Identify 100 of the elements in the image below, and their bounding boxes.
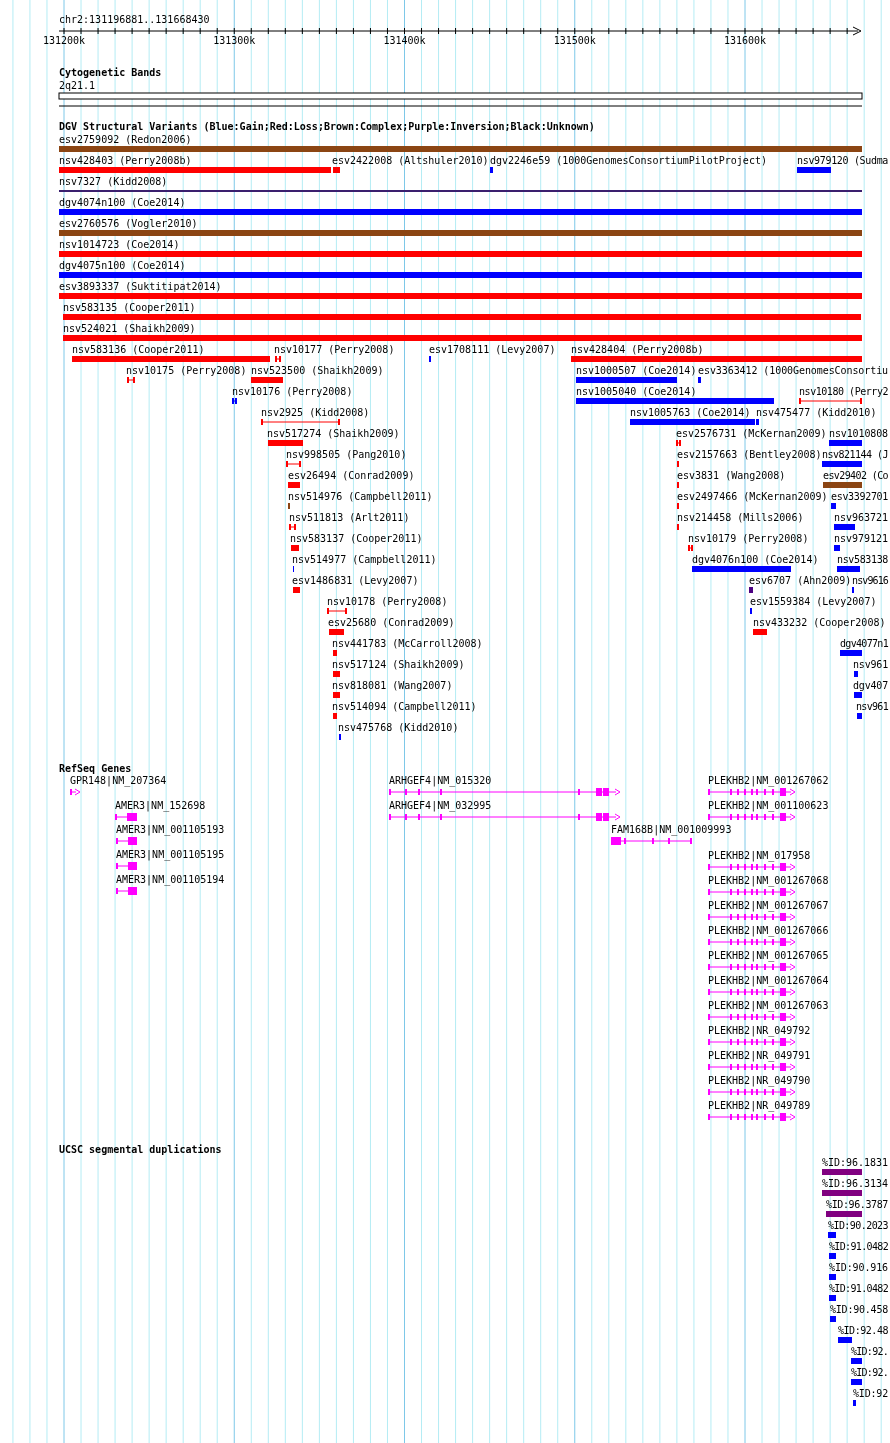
feature-label: esv3893337 (Suktitipat2014) (59, 281, 222, 293)
gene-label: PLEKHB2|NM_001267065 (708, 950, 829, 962)
feature-label: nsv523500 (Shaikh2009) (251, 365, 384, 377)
gene-label: PLEKHB2|NM_001267062 (708, 775, 829, 787)
track-title: Cytogenetic Bands (59, 67, 162, 79)
gene-label: AMER3|NM_152698 (115, 800, 206, 812)
gene-label: AMER3|NM_001105195 (116, 849, 225, 861)
feature-label: nsv428403 (Perry2008b) (59, 155, 192, 167)
feature-label: %ID:96.3134 (822, 1178, 888, 1190)
feature-label: nsv10179 (Perry2008) (688, 533, 809, 545)
feature-label: nsv1005040 (Coe2014) (576, 386, 697, 398)
feature-label: esv1559384 (Levy2007) (750, 596, 877, 608)
feature-label: esv2157663 (Bentley2008) (677, 449, 822, 461)
feature-label: nsv979121 (834, 533, 888, 545)
feature-label: nsv1014723 (Coe2014) (59, 239, 180, 251)
feature-label: dgv2246e59 (1000GenomesConsortiumPilotProject) (490, 155, 767, 167)
feature-label: esv2576731 (McKernan2009) (676, 428, 827, 440)
feature-label: nsv821144 (J (822, 449, 888, 461)
feature-label: esv6707 (Ahn2009) (749, 575, 852, 587)
gene-label: ARHGEF4|NM_015320 (389, 775, 492, 787)
feature-label: nsv963721 (834, 512, 888, 524)
tick-label: 131400k (383, 35, 426, 47)
track-title: UCSC segmental duplications (59, 1144, 222, 1156)
feature-label: nsv524021 (Shaikh2009) (63, 323, 196, 335)
feature-label: nsv10180 (Perry2 (799, 386, 888, 398)
feature-label: nsv583137 (Cooper2011) (290, 533, 423, 545)
feature-label: %ID:90.2023 (828, 1220, 888, 1232)
gene-label: FAM168B|NM_001009993 (611, 824, 732, 836)
feature-label: nsv10178 (Perry2008) (327, 596, 448, 608)
feature-label: nsv961 (856, 701, 888, 713)
gene-label: PLEKHB2|NR_049792 (708, 1025, 811, 1037)
track-title: DGV Structural Variants (Blue:Gain;Red:Loss;Brown:Complex;Purple:Inversion;Black:Unknown) (59, 121, 595, 133)
gene-label: GPR148|NM_207364 (70, 775, 167, 787)
gene-label: PLEKHB2|NM_001267064 (708, 975, 829, 987)
feature-label: nsv475768 (Kidd2010) (338, 722, 459, 734)
feature-label: esv1708111 (Levy2007) (429, 344, 556, 356)
feature-label: nsv10177 (Perry2008) (274, 344, 395, 356)
feature-label: nsv475477 (Kidd2010) (756, 407, 877, 419)
position-label: chr2:131196881..131668430 (59, 14, 210, 26)
feature-label: %ID:92.48 (838, 1325, 888, 1337)
feature-label: nsv7327 (Kidd2008) (59, 176, 168, 188)
feature-label: esv2422008 (Altshuler2010) (332, 155, 489, 167)
gene-label: PLEKHB2|NM_001100623 (708, 800, 829, 812)
feature-label: nsv514094 (Campbell2011) (332, 701, 477, 713)
feature-label: dgv4076n100 (Coe2014) (692, 554, 819, 566)
feature-label: dgv4074n100 (Coe2014) (59, 197, 186, 209)
feature-label: nsv441783 (McCarroll2008) (332, 638, 483, 650)
gene-label: PLEKHB2|NM_017958 (708, 850, 811, 862)
feature-label: esv2760576 (Vogler2010) (59, 218, 198, 230)
gene-label: PLEKHB2|NM_001267067 (708, 900, 829, 912)
feature-label: esv26494 (Conrad2009) (288, 470, 415, 482)
feature-label: dgv4075n100 (Coe2014) (59, 260, 186, 272)
gene-label: PLEKHB2|NM_001267063 (708, 1000, 829, 1012)
feature-label: 2q21.1 (59, 80, 96, 92)
feature-label: esv2497466 (McKernan2009) (677, 491, 828, 503)
feature-label: %ID:96.1831 (822, 1157, 888, 1169)
feature-label: esv29402 (Co (823, 470, 888, 482)
gene-label: PLEKHB2|NR_049790 (708, 1075, 811, 1087)
tick-label: 131500k (553, 35, 596, 47)
gene-label: PLEKHB2|NR_049789 (708, 1100, 811, 1112)
feature-label: %ID:96.3787 (826, 1199, 888, 1211)
feature-label: esv3392701 (831, 491, 888, 503)
feature-label: nsv433232 (Cooper2008) (753, 617, 886, 629)
feature-label: nsv1000507 (Coe2014) (576, 365, 697, 377)
gene-label: AMER3|NM_001105194 (116, 874, 225, 886)
feature-label: %ID:91.0482 (829, 1241, 888, 1253)
feature-label: %ID:92. (851, 1367, 888, 1379)
feature-label: nsv998505 (Pang2010) (286, 449, 407, 461)
feature-label: nsv583136 (Cooper2011) (72, 344, 205, 356)
tick-label: 131300k (213, 35, 256, 47)
feature-label: nsv583138 (837, 554, 888, 566)
feature-label: esv3831 (Wang2008) (677, 470, 786, 482)
feature-label: nsv214458 (Mills2006) (677, 512, 804, 524)
feature-label: %ID:92. (851, 1346, 888, 1358)
feature-label: nsv514976 (Campbell2011) (288, 491, 433, 503)
gene-label: ARHGEF4|NM_032995 (389, 800, 492, 812)
gene-label: PLEKHB2|NM_001267066 (708, 925, 829, 937)
feature-label: nsv961 (853, 659, 888, 671)
feature-label: esv1486831 (Levy2007) (292, 575, 419, 587)
feature-label: esv2759092 (Redon2006) (59, 134, 192, 146)
feature-label: %ID:90.916 (829, 1262, 888, 1274)
feature-label: nsv2925 (Kidd2008) (261, 407, 370, 419)
feature-label: esv25680 (Conrad2009) (328, 617, 455, 629)
feature-label: nsv1005763 (Coe2014) (630, 407, 751, 419)
feature-label: nsv428404 (Perry2008b) (571, 344, 704, 356)
tick-label: 131200k (43, 35, 86, 47)
feature-label: nsv9616 (852, 575, 888, 587)
track-title: RefSeq Genes (59, 763, 132, 775)
feature-label: nsv517124 (Shaikh2009) (332, 659, 465, 671)
gene-label: AMER3|NM_001105193 (116, 824, 225, 836)
gene-label: PLEKHB2|NM_001267068 (708, 875, 829, 887)
feature-label: nsv583135 (Cooper2011) (63, 302, 196, 314)
feature-label: nsv10176 (Perry2008) (232, 386, 353, 398)
feature-label: nsv1010808 (829, 428, 888, 440)
feature-label: dgv407 (853, 680, 888, 692)
feature-label: %ID:92 (853, 1388, 888, 1400)
feature-label: nsv10175 (Perry2008) (126, 365, 247, 377)
feature-label: esv3363412 (1000GenomesConsortiu (698, 365, 888, 377)
feature-label: nsv517274 (Shaikh2009) (267, 428, 400, 440)
feature-label: nsv514977 (Campbell2011) (292, 554, 437, 566)
